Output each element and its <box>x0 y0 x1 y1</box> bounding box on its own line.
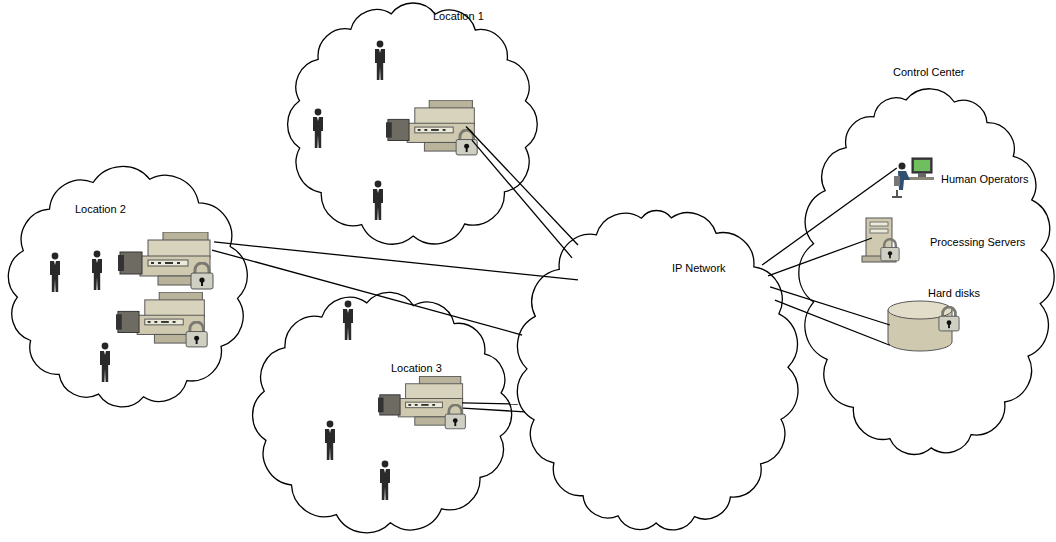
node-label: Location 3 <box>391 362 442 375</box>
network-cloud: IP Network <box>515 205 800 535</box>
network-link <box>770 287 890 325</box>
network-link <box>466 126 578 244</box>
server-station: Processing Servers <box>860 215 1053 265</box>
disk-station: Hard disks <box>880 280 1053 355</box>
cloud-outline <box>515 205 800 535</box>
network-link <box>775 300 890 345</box>
person-figure <box>373 181 383 220</box>
region-heading: Control Center <box>893 66 965 79</box>
person-figure <box>100 343 110 382</box>
cloud-outline-path <box>253 292 512 532</box>
operator-icon <box>892 158 934 197</box>
camera-icon <box>118 232 213 289</box>
node-label: Location 2 <box>75 203 126 216</box>
person-figure <box>325 421 335 460</box>
node-label: Human Operators <box>941 173 1028 186</box>
person-figure <box>343 301 353 340</box>
hard-disk-icon <box>888 301 959 351</box>
network-link <box>212 250 522 335</box>
person-figure <box>375 41 385 80</box>
location-cloud: Location 3 <box>250 290 515 535</box>
network-link <box>768 238 872 276</box>
cloud-outline <box>5 165 250 410</box>
cloud-outline <box>250 290 515 535</box>
cloud-outline <box>285 0 540 248</box>
network-link <box>463 408 525 412</box>
control-center-cloud: Control CenterHuman OperatorsProcessing … <box>800 85 1054 460</box>
node-label: Location 1 <box>433 10 484 23</box>
location-cloud: Location 1 <box>285 0 540 248</box>
node-label: IP Network <box>672 262 726 275</box>
cloud-outline-path <box>799 89 1054 455</box>
cloud-outline-path <box>8 166 247 406</box>
people <box>50 41 390 500</box>
camera-icon <box>378 376 465 428</box>
operator-station: Human Operators <box>885 150 1053 195</box>
node-label: Processing Servers <box>930 236 1025 249</box>
cloud-outline-path <box>288 3 538 244</box>
camera-icon <box>386 100 477 155</box>
cloud-outline <box>800 85 1054 460</box>
person-figure <box>313 109 323 148</box>
person-figure <box>380 461 390 500</box>
person-figure <box>92 251 102 290</box>
network-link <box>472 140 572 258</box>
cameras <box>116 100 477 429</box>
network-link <box>214 242 578 280</box>
cloud-outline-path <box>517 211 798 530</box>
node-label: Hard disks <box>928 287 980 300</box>
person-figure <box>50 253 60 292</box>
location-cloud: Location 2 <box>5 165 250 410</box>
camera-icon <box>116 292 207 347</box>
network-link <box>762 168 897 265</box>
